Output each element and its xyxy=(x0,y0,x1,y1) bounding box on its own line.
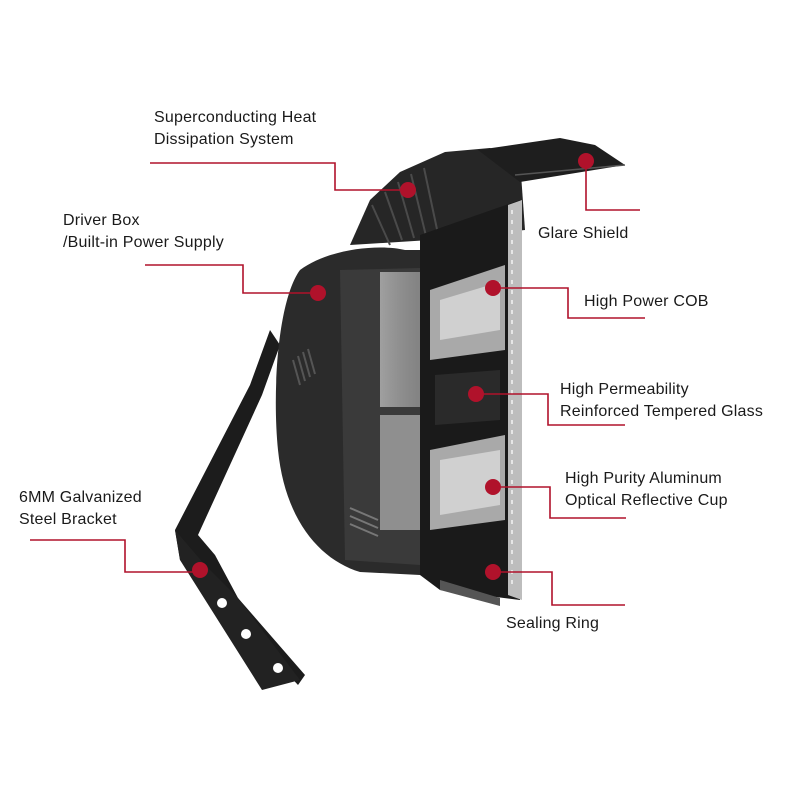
label-glare-shield: Glare Shield xyxy=(538,223,628,245)
label-line: High Power COB xyxy=(584,293,709,310)
leader-heat-dissipation xyxy=(150,162,408,191)
label-line: Glare Shield xyxy=(538,225,629,242)
label-sealing-ring: Sealing Ring xyxy=(506,613,599,635)
label-line: Reinforced Tempered Glass xyxy=(560,403,764,420)
label-line: Dissipation System xyxy=(154,131,294,148)
red-dot-icon xyxy=(400,182,416,198)
red-dot-icon xyxy=(485,280,501,296)
label-line: Superconducting Heat xyxy=(154,109,317,126)
label-tempered-glass: High Permeability Reinforced Tempered Gl… xyxy=(560,379,763,423)
label-line: 6MM Galvanized xyxy=(19,489,142,506)
leader-tempered-glass xyxy=(476,393,625,426)
driver-box-graphic xyxy=(275,247,425,576)
leader-reflective-cup xyxy=(493,486,626,519)
label-heat-dissipation: Superconducting Heat Dissipation System xyxy=(154,107,316,151)
label-line: Driver Box xyxy=(63,212,140,229)
label-reflective-cup: High Purity Aluminum Optical Reflective … xyxy=(565,468,728,512)
leader-steel-bracket xyxy=(30,539,200,573)
label-line: Steel Bracket xyxy=(19,511,117,528)
label-line: Optical Reflective Cup xyxy=(565,492,728,509)
label-line: /Built-in Power Supply xyxy=(63,234,224,251)
leader-glare-shield xyxy=(585,163,640,211)
label-high-power-cob: High Power COB xyxy=(584,291,709,313)
red-dot-icon xyxy=(310,285,326,301)
red-dot-icon xyxy=(485,564,501,580)
label-line: High Permeability xyxy=(560,381,689,398)
label-steel-bracket: 6MM Galvanized Steel Bracket xyxy=(19,487,142,531)
red-dot-icon xyxy=(485,479,501,495)
leader-lines xyxy=(30,162,645,606)
red-dot-icon xyxy=(468,386,484,402)
optical-section-graphic xyxy=(420,200,522,606)
red-dot-icon xyxy=(192,562,208,578)
label-line: Sealing Ring xyxy=(506,615,600,632)
red-dot-icon xyxy=(578,153,594,169)
callout-dots xyxy=(192,153,594,580)
leader-driver-box xyxy=(145,264,318,294)
glare-shield-graphic xyxy=(478,138,626,182)
label-line: High Purity Aluminum xyxy=(565,470,722,487)
leader-high-power-cob xyxy=(493,287,645,319)
label-driver-box: Driver Box /Built-in Power Supply xyxy=(63,210,224,254)
leader-sealing-ring xyxy=(493,571,625,606)
